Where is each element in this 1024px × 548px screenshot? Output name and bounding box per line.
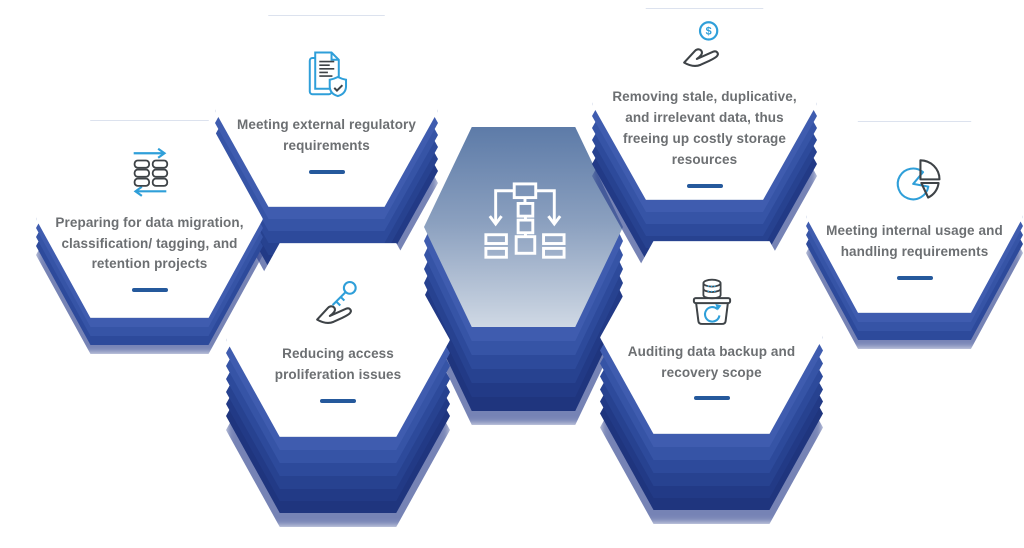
- divider-dash: [131, 288, 168, 293]
- node-label: Meeting internal usage and handling requ…: [826, 223, 1003, 259]
- divider-dash: [308, 169, 345, 174]
- hand-key-icon: [309, 277, 367, 335]
- backup-recovery-box-icon: [683, 275, 741, 333]
- hexagon-storage-savings: $ Removing stale, duplicative, and irrel…: [592, 8, 817, 272]
- node-label: Meeting external regulatory requirements: [237, 117, 416, 153]
- hexagon-internal-usage: Meeting internal usage and handling requ…: [806, 121, 1023, 349]
- pie-chart-icon: [886, 154, 944, 212]
- regulatory-document-shield-icon: [298, 48, 356, 106]
- divider-dash: [693, 396, 730, 401]
- divider-dash: [686, 183, 723, 188]
- svg-text:$: $: [705, 26, 711, 38]
- node-label: Auditing data backup and recovery scope: [627, 343, 796, 380]
- hierarchy-flowchart-icon: [475, 181, 573, 259]
- node-label: Reducing access proliferation issues: [274, 346, 402, 382]
- divider-dash: [320, 398, 356, 403]
- hexagon-access-proliferation: Reducing access proliferation issues: [226, 243, 450, 527]
- hexagon-data-migration: Preparing for data migration, classifica…: [36, 120, 263, 354]
- hexagon-regulatory-requirements: Meeting external regulatory requirements: [215, 15, 438, 279]
- node-label: Removing stale, duplicative, and irrelev…: [612, 89, 797, 167]
- node-label: Preparing for data migration, classifica…: [55, 214, 244, 272]
- hand-dollar-coin-icon: $: [676, 20, 734, 78]
- hexagon-center: [424, 127, 623, 425]
- hexagon-backup-recovery: Auditing data backup and recovery scope: [600, 241, 823, 524]
- divider-dash: [896, 275, 933, 280]
- data-migration-icon: [121, 146, 179, 204]
